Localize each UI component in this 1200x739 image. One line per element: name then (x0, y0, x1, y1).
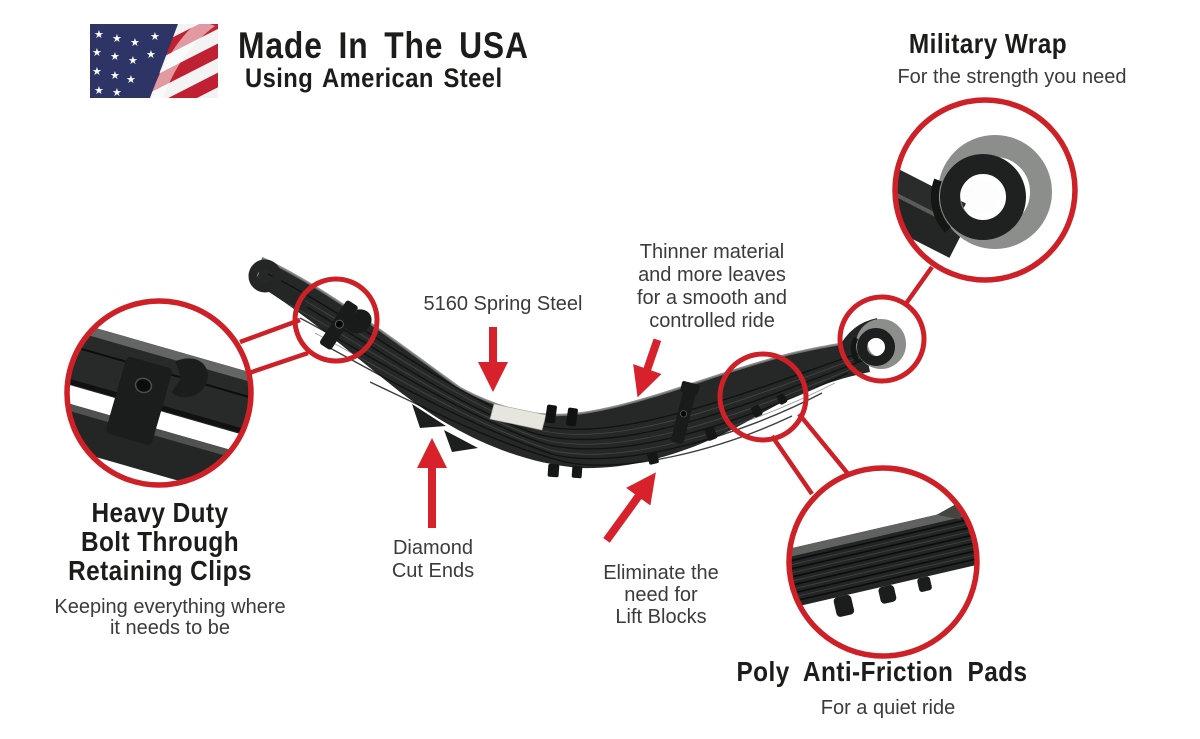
military-wrap-subtitle: For the strength you need (897, 66, 1127, 88)
military-wrap-title: Military Wrap (908, 28, 1068, 59)
poly-pads-title: Poly Anti-Friction Pads (736, 656, 1028, 687)
svg-text:★: ★ (92, 46, 102, 59)
leaf-spring-photo (248, 256, 906, 479)
us-flag-icon: ★ ★ ★ ★ ★ ★ ★ ★ ★ ★ ★ ★ ★ (90, 24, 218, 99)
svg-text:★: ★ (92, 65, 102, 78)
spring-steel-arrow (478, 327, 508, 392)
svg-text:★: ★ (112, 32, 122, 45)
svg-text:★: ★ (150, 30, 160, 43)
diamond-cut-arrow (417, 438, 447, 528)
pads-zoom-source-ring (717, 351, 809, 443)
left-retaining-clip (319, 300, 372, 350)
svg-text:★: ★ (110, 69, 120, 82)
svg-text:★: ★ (94, 28, 104, 41)
poly-pads-subtitle: For a quiet ride (820, 697, 956, 719)
main-subtitle: Using American Steel (245, 63, 503, 93)
spring-label-sticker (489, 403, 547, 431)
lift-blocks-label: Eliminate the need for Lift Blocks (603, 562, 719, 628)
military-wrap-eye (837, 318, 906, 369)
svg-text:★: ★ (112, 86, 122, 99)
svg-text:★: ★ (110, 50, 120, 63)
left-spring-eye (248, 259, 310, 312)
main-title: Made In The USA (238, 25, 529, 66)
annotation-arrows (417, 327, 662, 543)
poly-pads-callout-circle (786, 465, 980, 659)
lift-blocks-arrow (603, 472, 656, 543)
military-wrap-callout-circle (892, 97, 1078, 283)
thinner-material-label: Thinner material and more leaves for a s… (636, 241, 788, 332)
diamond-cut-label: Diamond Cut Ends (391, 537, 475, 582)
leaf-stack (256, 258, 870, 469)
svg-text:★: ★ (128, 54, 138, 67)
svg-text:★: ★ (94, 84, 104, 97)
eye-zoom-source-ring (837, 294, 927, 384)
right-retaining-clip (671, 381, 700, 444)
clip-zoom-source-ring (292, 276, 380, 364)
thinner-material-arrow (633, 338, 662, 398)
spring-steel-label: 5160 Spring Steel (423, 293, 583, 315)
anti-friction-pad-nubs (547, 393, 788, 479)
svg-text:★: ★ (130, 36, 140, 49)
retaining-clips-title: Heavy Duty Bolt Through Retaining Clips (68, 497, 252, 586)
callout-connector-lines (239, 265, 934, 496)
svg-text:★: ★ (146, 48, 156, 61)
svg-text:★: ★ (126, 73, 136, 86)
retaining-clips-subtitle: Keeping everything where it needs to be (54, 596, 286, 639)
